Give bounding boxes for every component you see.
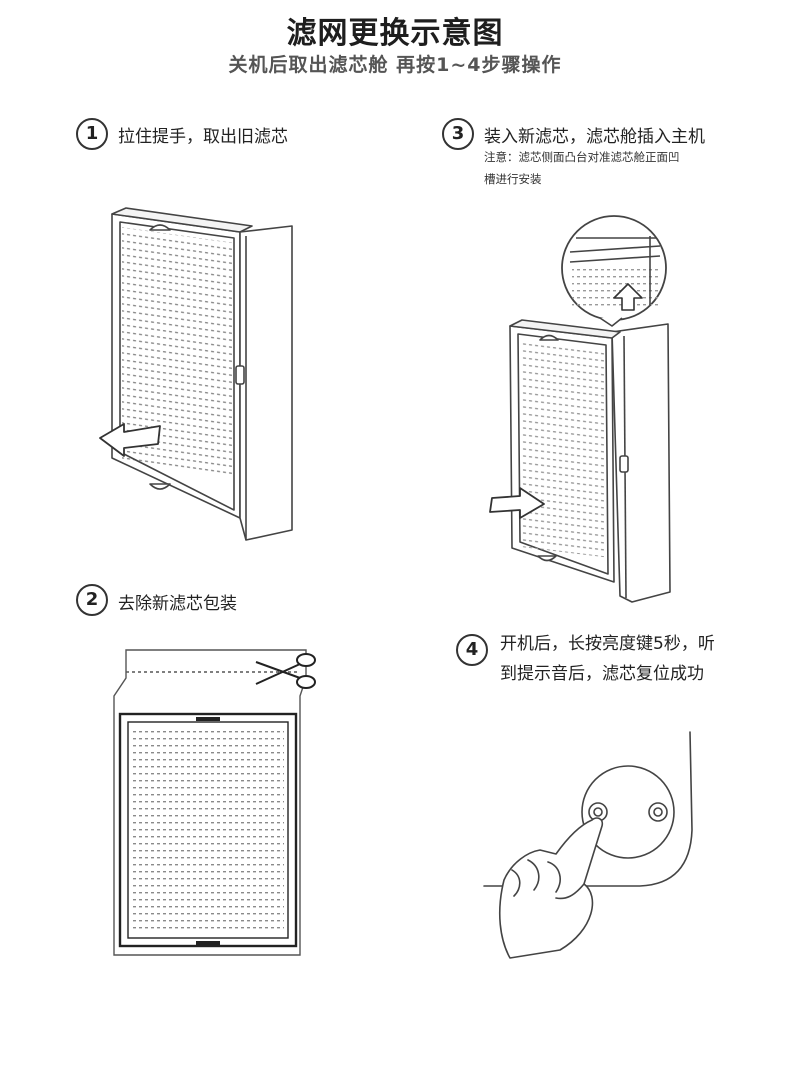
arrow-up-icon: [613, 283, 643, 311]
arrow-out-icon: [99, 423, 161, 457]
step-1-number: 1: [76, 118, 108, 150]
step-3-number: 3: [442, 118, 474, 150]
step-4-number: 4: [456, 634, 488, 666]
step-2-text: 去除新滤芯包装: [118, 594, 237, 614]
step-3-note: 注意：滤芯侧面凸台对准滤芯舱正面凹槽进行安装: [484, 150, 680, 186]
step-1-text: 拉住提手，取出旧滤芯: [118, 127, 288, 147]
hand-icon: [498, 817, 604, 959]
scissors-icon: [255, 653, 316, 689]
step-2-illustration: [113, 649, 307, 956]
step-3-illustration: [509, 215, 671, 603]
step-4-illustration: [483, 731, 693, 887]
step-2-number: 2: [76, 584, 108, 616]
page-subtitle: 关机后取出滤芯舱 再按1~4步骤操作: [228, 54, 562, 76]
arrow-in-icon: [489, 487, 545, 519]
step-1-illustration: [111, 207, 293, 541]
step-4-text: 开机后，长按亮度键5秒，听到提示音后，滤芯复位成功: [500, 634, 715, 684]
step-3-text: 装入新滤芯，滤芯舱插入主机: [484, 127, 705, 147]
page-title: 滤网更换示意图: [286, 16, 504, 51]
